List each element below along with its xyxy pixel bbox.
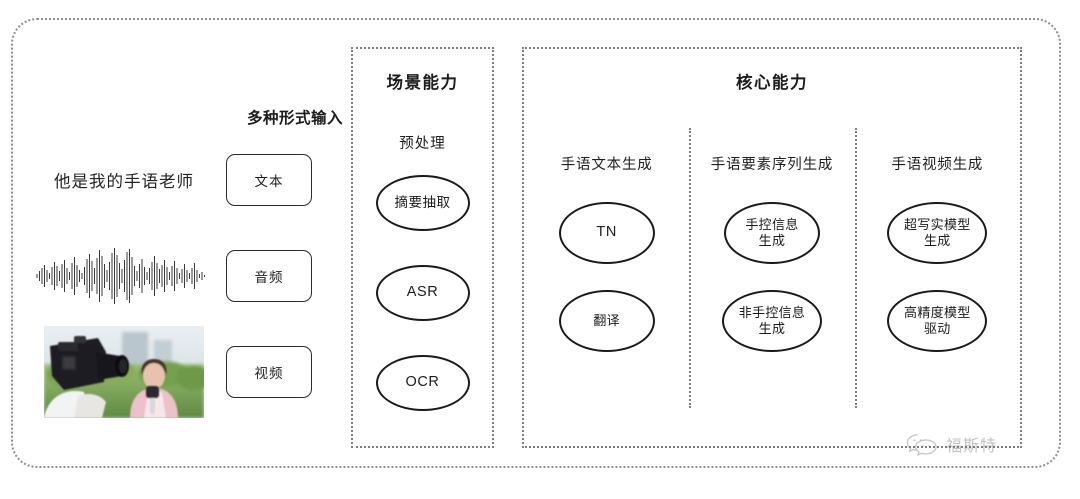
input-row-text: 他是我的手语老师 文本 [30, 132, 330, 228]
core-column-sign-text-generation: 手语文本生成 TN 翻译 [524, 128, 689, 408]
core-node-list-3: 超写实模型生成 高精度模型驱动 [887, 202, 988, 352]
core-node-list-1: TN 翻译 [558, 202, 655, 352]
scene-node-summary-extraction[interactable]: 摘要抽取 [375, 175, 470, 231]
video-thumbnail-image [44, 326, 204, 418]
input-panel: 多种形式输入 他是我的手语老师 文本 [30, 80, 343, 420]
audio-waveform-icon [36, 248, 206, 304]
scene-node-list: 摘要抽取 ASR OCR [353, 175, 492, 445]
input-chip-audio[interactable]: 音频 [226, 250, 312, 302]
scene-capability-box: 场景能力 预处理 摘要抽取 ASR OCR [351, 47, 494, 448]
text-sample-label: 他是我的手语老师 [54, 173, 194, 191]
wechat-bubble-icon [906, 434, 937, 456]
input-row-audio: 音频 [30, 228, 330, 324]
core-column-title-sign-element-sequence-generation: 手语要素序列生成 [710, 157, 834, 173]
core-node-list-2: 手控信息生成 非手控信息生成 [721, 202, 822, 352]
diagram-outer-frame [11, 18, 1061, 468]
core-node-translation[interactable]: 翻译 [558, 290, 655, 352]
core-capability-title: 核心能力 [736, 74, 808, 92]
core-node-manual-signal-generation[interactable]: 手控信息生成 [723, 202, 820, 264]
core-column-title-sign-text-generation: 手语文本生成 [560, 157, 653, 173]
core-node-hyperrealistic-model-generation[interactable]: 超写实模型生成 [887, 202, 988, 264]
scene-node-asr[interactable]: ASR [375, 265, 470, 321]
audio-waveform [30, 228, 218, 324]
core-capability-box: 核心能力 手语文本生成 TN 翻译 手语要素序列生成 手控信息生成 非手控信息生… [522, 47, 1022, 448]
core-columns: 手语文本生成 TN 翻译 手语要素序列生成 手控信息生成 非手控信息生成 手语视… [524, 128, 1020, 408]
watermark: 福斯特 [905, 432, 997, 456]
core-column-sign-element-sequence-generation: 手语要素序列生成 手控信息生成 非手控信息生成 [689, 128, 854, 408]
scene-capability-subtitle: 预处理 [399, 136, 446, 152]
core-column-sign-video-generation: 手语视频生成 超写实模型生成 高精度模型驱动 [854, 128, 1020, 408]
input-chip-text[interactable]: 文本 [226, 154, 312, 206]
input-panel-title: 多种形式输入 [246, 110, 343, 127]
text-sample: 他是我的手语老师 [30, 132, 218, 228]
watermark-label: 福斯特 [946, 438, 998, 455]
input-chip-video[interactable]: 视频 [226, 346, 312, 398]
core-node-tn[interactable]: TN [558, 202, 655, 264]
core-node-high-precision-model-driving[interactable]: 高精度模型驱动 [887, 290, 988, 352]
scene-capability-title: 场景能力 [386, 74, 459, 92]
core-column-title-sign-video-generation: 手语视频生成 [891, 157, 984, 173]
input-row-video: 视频 [30, 324, 330, 420]
video-thumbnail [30, 324, 218, 420]
scene-node-ocr[interactable]: OCR [375, 355, 470, 411]
core-node-non-manual-signal-generation[interactable]: 非手控信息生成 [721, 290, 822, 352]
